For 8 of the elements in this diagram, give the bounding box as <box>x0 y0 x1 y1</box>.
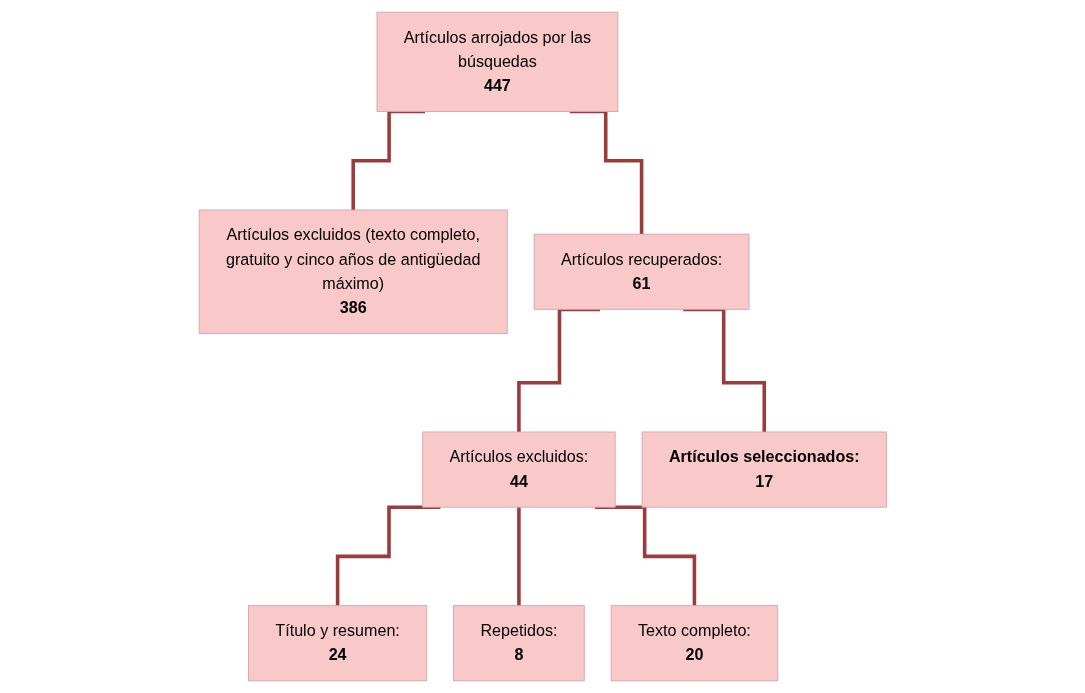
node-box: Repetidos: 8 <box>452 605 585 682</box>
node-box: Texto completo: 20 <box>610 605 778 682</box>
node-box: Artículos seleccionados: 17 <box>641 431 887 508</box>
node-box: Artículos excluidos: 44 <box>421 431 616 508</box>
node-box: Artículos excluidos (texto completo, gratuito y cinco años de antigüedad máximo) 386 <box>198 209 508 334</box>
node-box: Artículos arrojados por las búsquedas 447 <box>376 11 618 112</box>
node-box: Título y resumen: 24 <box>247 605 427 682</box>
node-box: Artículos recuperados: 61 <box>533 233 750 310</box>
